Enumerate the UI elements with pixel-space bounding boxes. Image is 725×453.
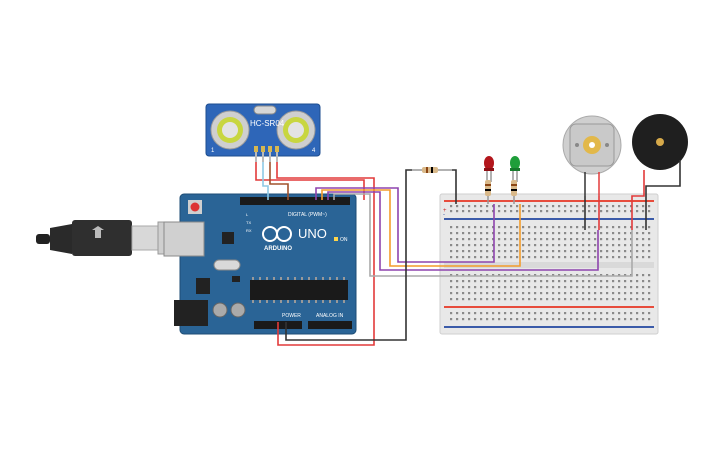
digital-header-label: DIGITAL (PWM~) [288, 212, 327, 218]
buzzer-icon[interactable] [632, 114, 688, 170]
breadboard[interactable]: + - [439, 193, 659, 335]
arduino-model-label: UNO [298, 226, 327, 241]
wires [255, 160, 681, 346]
resistor-icon[interactable] [485, 180, 491, 204]
sensor-model-label: HC-SR04 [250, 119, 285, 128]
reset-button[interactable] [190, 202, 200, 212]
rx-label: RX [246, 228, 252, 233]
led-icon[interactable] [484, 156, 494, 182]
arduino-uno-board[interactable]: ARDUINO UNO ON TX RX L DIGITAL (PWM~) PO… [163, 193, 357, 335]
on-led-label: ON [340, 237, 348, 243]
arduino-brand-label: ARDUINO [264, 246, 292, 252]
l-label: L [246, 212, 249, 217]
sensor-pin-mark-1: 1 [211, 148, 215, 154]
svg-text:-: - [443, 212, 445, 218]
analog-header[interactable] [308, 321, 352, 329]
power-header-label: POWER [282, 313, 301, 319]
led-icon[interactable] [510, 156, 520, 182]
svg-text:+: + [443, 208, 447, 214]
resistor-icon[interactable] [511, 180, 517, 204]
breadboard-holes [450, 205, 651, 321]
digital-header[interactable] [240, 197, 350, 205]
tx-label: TX [246, 220, 251, 225]
analog-header-label: ANALOG IN [316, 313, 344, 319]
on-led [334, 237, 338, 241]
sensor-pin-mark-4: 4 [312, 148, 316, 154]
dc-motor-icon[interactable] [562, 115, 622, 196]
arduino-logo [262, 226, 292, 242]
resistor-icon[interactable] [412, 167, 452, 173]
ultrasonic-sensor-icon[interactable]: HC-SR04 1 4 [205, 103, 321, 162]
